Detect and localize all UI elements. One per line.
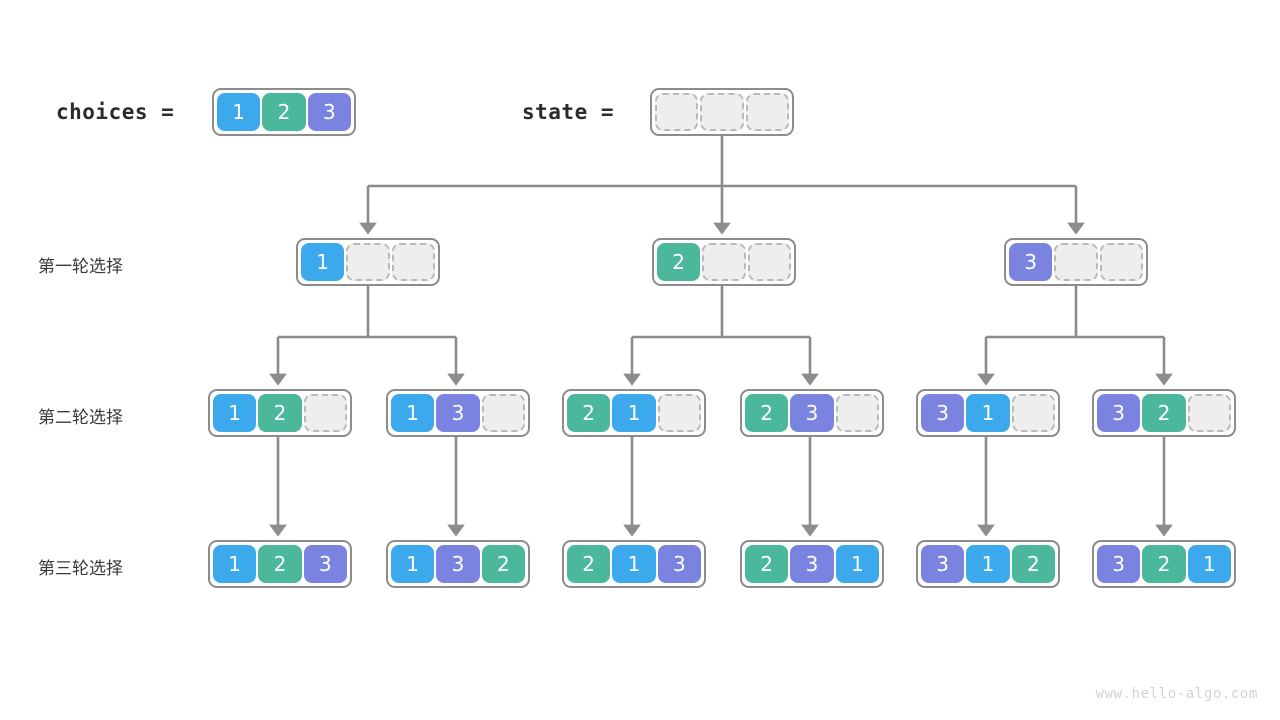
array-cell-value: 1	[1187, 545, 1231, 583]
tree-node-level1-3: 3	[1004, 238, 1148, 286]
array-cell-value: 2	[262, 93, 306, 131]
array-cell-value: 1	[301, 243, 345, 281]
array-cell-value: 3	[790, 394, 834, 432]
edge-level1-3-to-level2	[977, 286, 1173, 386]
array-cell-value: 3	[1009, 243, 1053, 281]
array-cell-empty	[747, 243, 792, 281]
array-cell-value: 2	[258, 545, 302, 583]
array-cell-value: 3	[1097, 394, 1141, 432]
state-label: state =	[522, 100, 615, 124]
array-cell-value: 1	[612, 545, 656, 583]
array-cell-value: 3	[921, 394, 965, 432]
array-cell-value: 3	[436, 545, 480, 583]
array-cell-empty	[1011, 394, 1055, 432]
array-cell-value: 2	[567, 394, 611, 432]
watermark: www.hello-algo.com	[1095, 686, 1258, 702]
array-cell-empty	[1187, 394, 1231, 432]
array-cell-value: 2	[657, 243, 701, 281]
array-cell-value: 3	[307, 93, 351, 131]
tree-node-level1-2: 2	[652, 238, 796, 286]
state-array	[650, 88, 794, 136]
edge-root-to-level1	[359, 186, 1085, 235]
row-label-round-1: 第一轮选择	[38, 257, 123, 277]
array-cell-value: 3	[1097, 545, 1141, 583]
array-cell-value: 1	[391, 545, 435, 583]
row-label-round-2: 第二轮选择	[38, 408, 123, 428]
array-cell-value: 3	[790, 545, 834, 583]
choices-label: choices =	[56, 100, 175, 124]
array-cell-empty	[303, 394, 347, 432]
edge-level1-1-to-level2	[269, 286, 465, 386]
array-cell-value: 1	[966, 545, 1010, 583]
edge-root-trunk	[368, 136, 1076, 188]
array-cell-empty	[657, 394, 701, 432]
array-cell-value: 2	[1142, 394, 1186, 432]
edge-level1-2-to-level2	[623, 286, 819, 386]
array-cell-value: 1	[213, 545, 257, 583]
row-label-round-3: 第三轮选择	[38, 559, 123, 579]
array-cell-empty	[702, 243, 746, 281]
array-cell-value: 3	[921, 545, 965, 583]
array-cell-value: 3	[436, 394, 480, 432]
array-cell-value: 1	[217, 93, 261, 131]
array-cell-value: 2	[1142, 545, 1186, 583]
array-cell-empty	[1054, 243, 1098, 281]
array-cell-value: 2	[567, 545, 611, 583]
array-cell-empty	[655, 93, 699, 131]
array-cell-value: 1	[612, 394, 656, 432]
array-cell-empty	[1099, 243, 1144, 281]
array-cell-value: 1	[966, 394, 1010, 432]
array-cell-value: 2	[1011, 545, 1055, 583]
array-cell-empty	[700, 93, 744, 131]
array-cell-value: 2	[745, 545, 789, 583]
tree-node-level1-1: 1	[296, 238, 440, 286]
array-cell-empty	[346, 243, 390, 281]
array-cell-value: 3	[657, 545, 701, 583]
array-cell-value: 2	[258, 394, 302, 432]
array-cell-value: 1	[391, 394, 435, 432]
array-cell-value: 3	[303, 545, 347, 583]
edge-level2-to-level3	[269, 437, 1173, 537]
array-cell-empty	[481, 394, 525, 432]
array-cell-value: 2	[745, 394, 789, 432]
array-cell-empty	[745, 93, 789, 131]
array-cell-empty	[391, 243, 436, 281]
array-cell-value: 1	[835, 545, 879, 583]
array-cell-value: 2	[481, 545, 525, 583]
array-cell-value: 1	[213, 394, 257, 432]
array-cell-empty	[835, 394, 879, 432]
